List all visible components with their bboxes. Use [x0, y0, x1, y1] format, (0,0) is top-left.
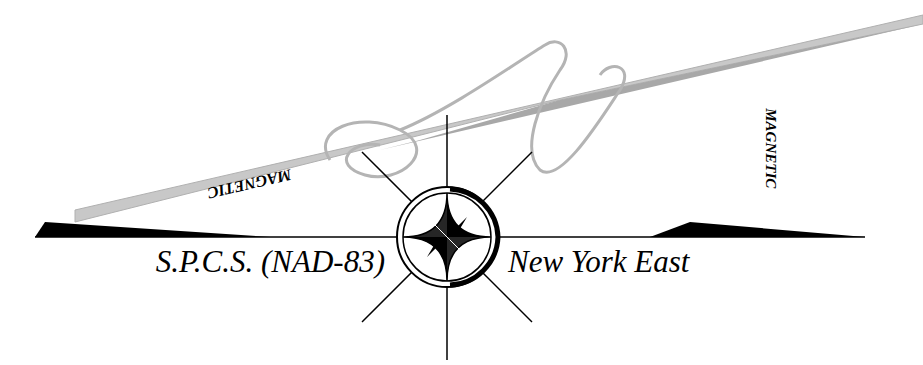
star-body [403, 193, 491, 281]
star-highlight [430, 220, 464, 254]
projection-label: S.P.C.S. (NAD-83) [153, 245, 388, 279]
outer-ring [397, 187, 497, 287]
diagonal-line [362, 152, 532, 322]
zone-label: New York East [505, 245, 692, 279]
left-wedge [35, 222, 270, 237]
star-outline [403, 193, 491, 281]
blade-shade [380, 24, 923, 150]
inner-ring [403, 193, 491, 281]
diagonal-line [362, 152, 532, 322]
right-wedge [650, 222, 865, 237]
scroll-flourish [325, 42, 624, 177]
magnetic-label: MAGNETIC [763, 108, 780, 188]
magnetic-arrow-blade [75, 15, 923, 222]
